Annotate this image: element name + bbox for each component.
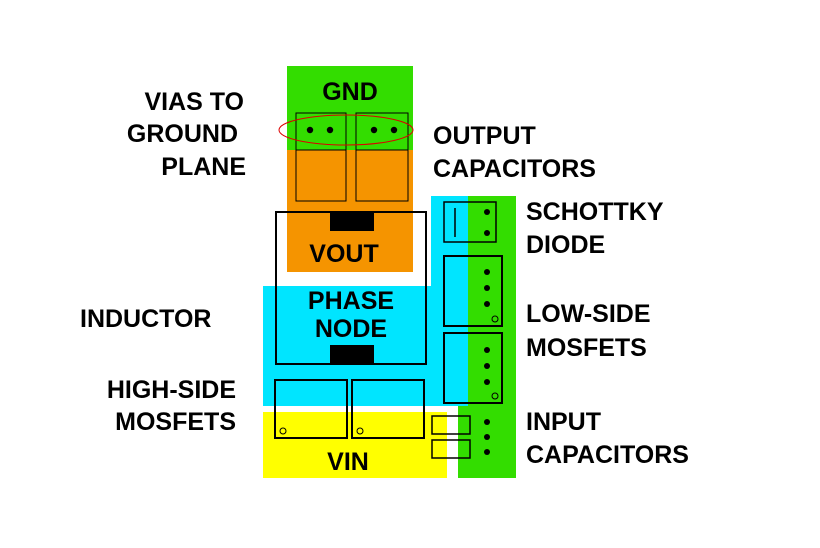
via [484, 301, 490, 307]
via [484, 434, 490, 440]
input-capacitor-bottom [431, 439, 471, 459]
low-side-callout-line1: LOW-SIDE [526, 300, 651, 328]
low-side-mosfet-bottom-body [443, 332, 503, 404]
low-side-callout-line2: MOSFETS [526, 334, 647, 362]
pin1-marker [279, 427, 287, 435]
high-side-mosfet-right [351, 379, 425, 439]
gnd-plane-top [287, 66, 413, 150]
input-capacitor-top [431, 415, 471, 435]
high-side-mosfet-left [274, 379, 348, 439]
via [484, 449, 490, 455]
output-capacitor-left-body [295, 112, 347, 202]
low-side-mosfet-bottom [443, 332, 503, 404]
via [306, 126, 314, 134]
inductor-pad-bottom [330, 345, 374, 363]
high-side-mosfet-left-body [274, 379, 348, 439]
high-side-callout-line1: HIGH-SIDE [106, 376, 236, 404]
pin1-marker [356, 427, 364, 435]
vias-highlight-ellipse [278, 114, 414, 146]
via [484, 230, 490, 236]
vout-region-label: VOUT [309, 240, 379, 268]
input-caps-callout-line2: CAPACITORS [526, 441, 689, 469]
via [484, 419, 490, 425]
schottky-diode-body [443, 201, 497, 243]
vias-callout-line2: GROUND [126, 120, 238, 148]
via [390, 126, 398, 134]
via [484, 347, 490, 353]
output-capacitor-right-body [355, 112, 409, 202]
vin-region-label: VIN [327, 448, 369, 476]
via [484, 363, 490, 369]
schottky-callout-line2: DIODE [526, 231, 606, 259]
schottky-callout-line1: SCHOTTKY [526, 198, 664, 226]
vias-callout-line1: VIAS TO [144, 88, 244, 116]
pin1-marker [491, 315, 499, 323]
output-caps-callout-line2: CAPACITORS [433, 155, 596, 183]
inductor-pad-top [330, 213, 374, 231]
via [326, 126, 334, 134]
vias-callout-line3: PLANE [161, 153, 246, 181]
inductor-outline [275, 211, 427, 365]
output-caps-callout-line1: OUTPUT [433, 122, 536, 150]
phase-node-label-line2: NODE [314, 315, 388, 343]
via [484, 269, 490, 275]
high-side-mosfet-right-body [351, 379, 425, 439]
vin-plane [263, 412, 447, 478]
gnd-region-label: GND [322, 78, 378, 106]
via [484, 379, 490, 385]
output-capacitor-left [295, 112, 347, 202]
phase-node-label-line1: PHASE [307, 287, 395, 315]
via [484, 285, 490, 291]
output-capacitor-right [355, 112, 409, 202]
input-caps-callout-line1: INPUT [526, 408, 601, 436]
low-side-mosfet-top [443, 255, 503, 327]
high-side-callout-line2: MOSFETS [115, 408, 236, 436]
pin1-marker [491, 392, 499, 400]
via [370, 126, 378, 134]
phase-node-plane-right [431, 196, 468, 406]
low-side-mosfet-top-body [443, 255, 503, 327]
via [484, 209, 490, 215]
inductor-callout: INDUCTOR [80, 305, 212, 333]
